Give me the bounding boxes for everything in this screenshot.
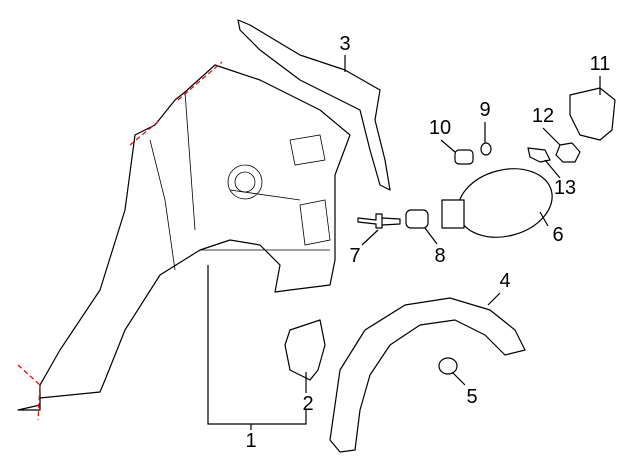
clip-part[interactable] xyxy=(454,149,474,165)
fuel-door-part[interactable] xyxy=(441,159,560,248)
bracket-part[interactable] xyxy=(237,19,391,191)
actuator-part[interactable] xyxy=(569,87,616,141)
callout-8[interactable]: 8 xyxy=(434,245,446,267)
hinge-bracket-part[interactable] xyxy=(284,319,326,381)
callout-11[interactable]: 11 xyxy=(589,53,611,75)
bracket-small-part[interactable] xyxy=(527,147,551,163)
callout-13[interactable]: 13 xyxy=(553,177,577,199)
callout-1[interactable]: 1 xyxy=(245,430,257,452)
callout-3[interactable]: 3 xyxy=(339,33,351,55)
callout-10[interactable]: 10 xyxy=(428,117,452,139)
callout-4[interactable]: 4 xyxy=(499,270,511,292)
callout-7[interactable]: 7 xyxy=(349,245,361,267)
callout-6[interactable]: 6 xyxy=(552,224,564,246)
callout-12[interactable]: 12 xyxy=(531,105,555,127)
callout-9[interactable]: 9 xyxy=(479,99,491,121)
bumper-part[interactable] xyxy=(405,209,429,229)
oring-part[interactable] xyxy=(480,142,492,156)
callout-5[interactable]: 5 xyxy=(466,386,478,408)
plug-part[interactable] xyxy=(438,357,458,375)
nut-part[interactable] xyxy=(555,142,581,163)
quarter-panel-part[interactable] xyxy=(17,64,351,411)
callout-2[interactable]: 2 xyxy=(302,393,314,415)
wheel-liner-part[interactable] xyxy=(329,297,526,453)
screw-part[interactable] xyxy=(357,213,401,229)
